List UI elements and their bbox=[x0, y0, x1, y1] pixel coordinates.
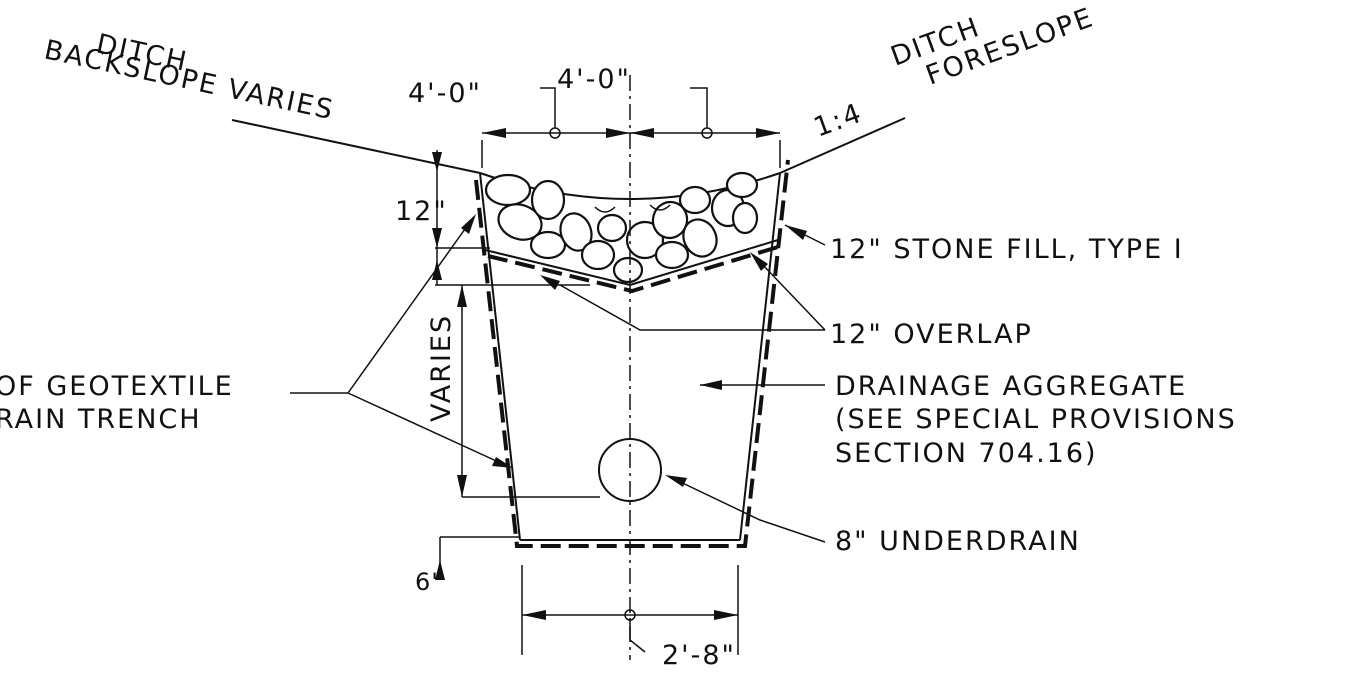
left-dimensions bbox=[432, 150, 600, 580]
trench-wall-left bbox=[479, 172, 521, 541]
drainage-aggregate-label-2: (SEE SPECIAL PROVISIONS bbox=[835, 404, 1237, 435]
foreslope-ratio-label: 1:4 bbox=[810, 98, 867, 144]
overlap-label: 12" OVERLAP bbox=[830, 319, 1033, 350]
underdrain-label: 8" UNDERDRAIN bbox=[835, 526, 1081, 557]
ditch-foreslope-line bbox=[779, 117, 906, 174]
geotextile-label-1: OF GEOTEXTILE bbox=[0, 371, 234, 402]
top-dimension bbox=[481, 87, 781, 168]
stone-fill-label: 12" STONE FILL, TYPE I bbox=[830, 234, 1184, 265]
dim-left-top-label: 4'-0" bbox=[408, 78, 482, 109]
dim-stone-depth-label: 12" bbox=[395, 196, 448, 227]
drainage-aggregate-label-1: DRAINAGE AGGREGATE bbox=[835, 371, 1187, 402]
dim-bottom-6-label: 6" bbox=[415, 568, 443, 596]
dim-right-top-label: 4'-0" bbox=[557, 64, 631, 95]
leaders bbox=[290, 214, 826, 543]
underdrain-pipe bbox=[598, 438, 662, 502]
dim-bottom-width-label: 2'-8" bbox=[662, 640, 736, 671]
geotextile-left bbox=[474, 159, 790, 548]
ditch-backslope-line bbox=[231, 119, 481, 174]
bottom-dimension bbox=[521, 565, 739, 655]
drainage-aggregate-label-3: SECTION 704.16) bbox=[835, 438, 1098, 469]
trench-wall-right bbox=[739, 172, 781, 541]
dim-varies-label: VARIES bbox=[426, 314, 457, 422]
stone-fill bbox=[484, 171, 759, 284]
geotextile-overlap bbox=[487, 245, 779, 294]
geotextile-label-2: RAIN TRENCH bbox=[0, 404, 202, 435]
